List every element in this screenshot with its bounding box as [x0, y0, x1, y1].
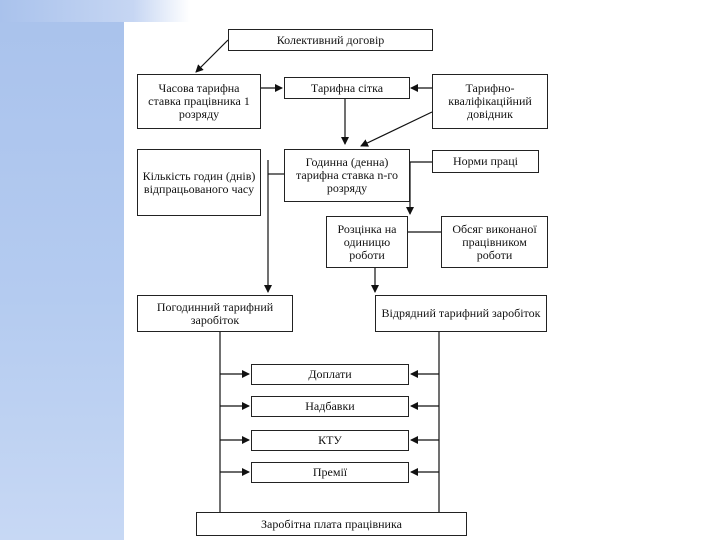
node-work-volume: Обсяг виконаної працівником роботи: [441, 216, 548, 268]
node-collective-agreement-label: Колективний договір: [276, 32, 385, 47]
node-labor-norms-label: Норми праці: [452, 154, 518, 168]
node-ktu-label: КТУ: [318, 433, 342, 447]
arrow-directory-to-rate-n: [360, 111, 433, 147]
node-qualification-directory: Тарифно-кваліфікаційний довідник: [432, 74, 548, 129]
node-allowances: Надбавки: [251, 396, 409, 417]
node-worker-salary-label: Заробітна плата працівника: [261, 516, 402, 531]
node-piece-wage: Відрядний тарифний заробіток: [375, 295, 547, 332]
decorative-side-band: [0, 0, 124, 540]
node-time-wage: Погодинний тарифний заробіток: [137, 295, 293, 332]
node-hours-worked: Кількість годин (днів) відпрацьованого ч…: [137, 149, 261, 216]
node-hourly-rate-grade-n-label: Годинна (денна) тарифна ставка n-го розр…: [296, 155, 398, 195]
node-hours-worked-label: Кількість годин (днів) відпрацьованого ч…: [142, 168, 256, 196]
node-allowances-label: Надбавки: [305, 399, 355, 413]
node-ktu: КТУ: [251, 430, 409, 451]
node-bonuses: Премії: [251, 462, 409, 483]
node-collective-agreement: Колективний договір: [228, 29, 433, 51]
node-surcharges: Доплати: [251, 364, 409, 385]
node-piece-rate: Розцінка на одиницю роботи: [326, 216, 408, 268]
node-labor-norms: Норми праці: [432, 150, 539, 173]
node-worker-salary: Заробітна плата працівника: [196, 512, 467, 536]
node-hourly-rate-grade1-label: Часова тарифна ставка працівника 1 розря…: [148, 81, 250, 121]
node-time-wage-label: Погодинний тарифний заробіток: [156, 299, 274, 327]
node-piece-wage-label: Відрядний тарифний заробіток: [381, 306, 541, 320]
node-tariff-grid-label: Тарифна сітка: [310, 80, 384, 95]
node-qualification-directory-label: Тарифно-кваліфікаційний довідник: [448, 81, 532, 121]
decorative-top-band: [0, 0, 190, 22]
node-work-volume-label: Обсяг виконаної працівником роботи: [452, 221, 537, 262]
node-tariff-grid: Тарифна сітка: [284, 77, 410, 99]
node-bonuses-label: Премії: [312, 465, 348, 479]
node-hourly-rate-grade1: Часова тарифна ставка працівника 1 розря…: [137, 74, 261, 129]
node-piece-rate-label: Розцінка на одиницю роботи: [337, 221, 397, 262]
node-surcharges-label: Доплати: [308, 367, 352, 381]
node-hourly-rate-grade-n: Годинна (денна) тарифна ставка n-го розр…: [284, 149, 410, 202]
arrow-agreement-to-hourly-rate: [195, 39, 229, 73]
